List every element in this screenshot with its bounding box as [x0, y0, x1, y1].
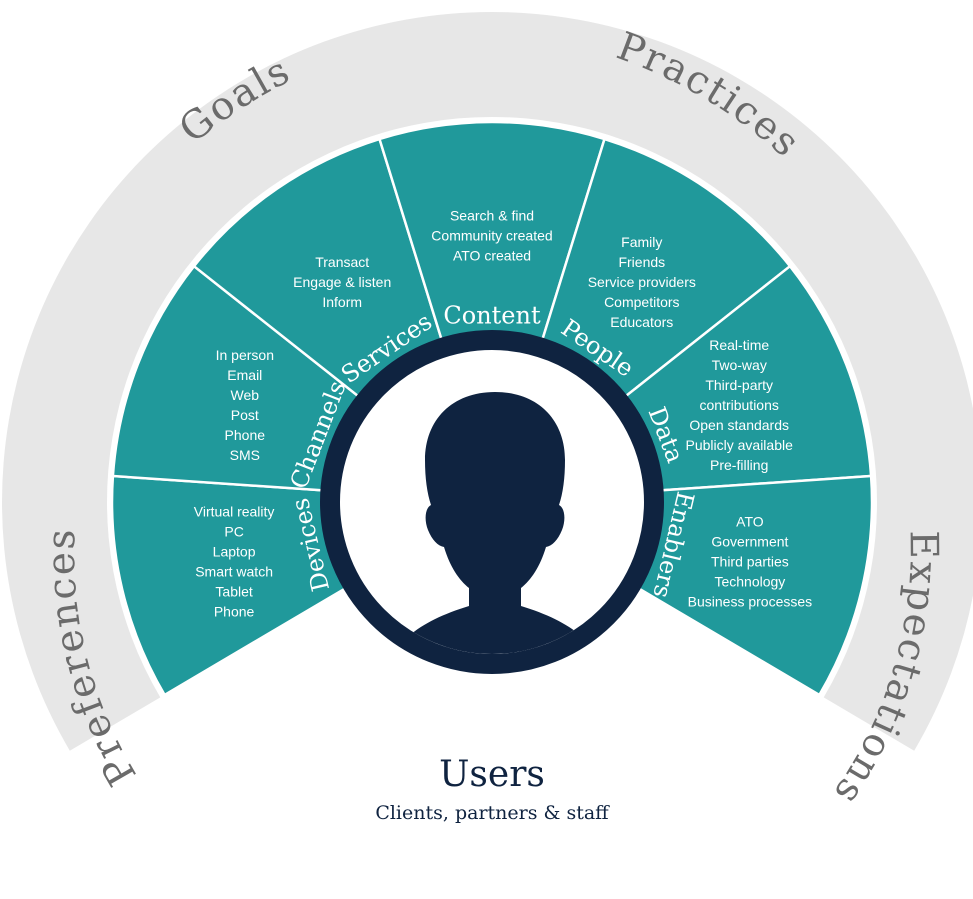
segment-item: Engage & listen: [293, 274, 391, 290]
users-title: Users: [439, 754, 545, 795]
segment-item: ATO created: [453, 248, 531, 264]
segment-item: Service providers: [588, 274, 696, 290]
segment-item: ATO: [736, 514, 764, 530]
segment-item: PC: [224, 524, 243, 540]
users-subtitle: Clients, partners & staff: [375, 802, 610, 824]
segment-item: Phone: [214, 604, 255, 620]
segment-item: Third-party: [705, 377, 773, 393]
segment-item: Post: [231, 407, 259, 423]
segment-item: Real-time: [709, 337, 769, 353]
segment-item: Open standards: [689, 417, 789, 433]
segment-item: Publicly available: [685, 437, 793, 453]
segment-item: Educators: [610, 314, 673, 330]
segment-item: Third parties: [711, 554, 789, 570]
segment-item: Pre-filling: [710, 457, 768, 473]
center-avatar: [320, 330, 664, 674]
segment-item: Transact: [315, 254, 369, 270]
segment-item: Technology: [714, 574, 785, 590]
segment-item: Web: [231, 387, 260, 403]
segment-item: Email: [227, 367, 262, 383]
segment-item: Smart watch: [195, 564, 273, 580]
segment-item: Laptop: [213, 544, 256, 560]
segment-item: Family: [621, 234, 662, 250]
segment-item: Business processes: [688, 594, 813, 610]
segment-item: Community created: [431, 228, 552, 244]
segment-item: Friends: [618, 254, 665, 270]
segment-item: Virtual reality: [194, 504, 275, 520]
segment-label-content: Content: [443, 302, 541, 330]
segment-item: Government: [711, 534, 788, 550]
segment-item: Phone: [225, 427, 266, 443]
segment-item: Inform: [322, 294, 362, 310]
segment-item: Tablet: [215, 584, 252, 600]
user-silhouette-icon: [390, 392, 600, 654]
segment-item: In person: [216, 347, 274, 363]
segment-item: contributions: [700, 397, 779, 413]
segment-item: Two-way: [712, 357, 767, 373]
segment-item: Search & find: [450, 208, 534, 224]
outer-ring: [2, 12, 973, 751]
segment-item: Competitors: [604, 294, 679, 310]
segment-item: SMS: [230, 447, 260, 463]
